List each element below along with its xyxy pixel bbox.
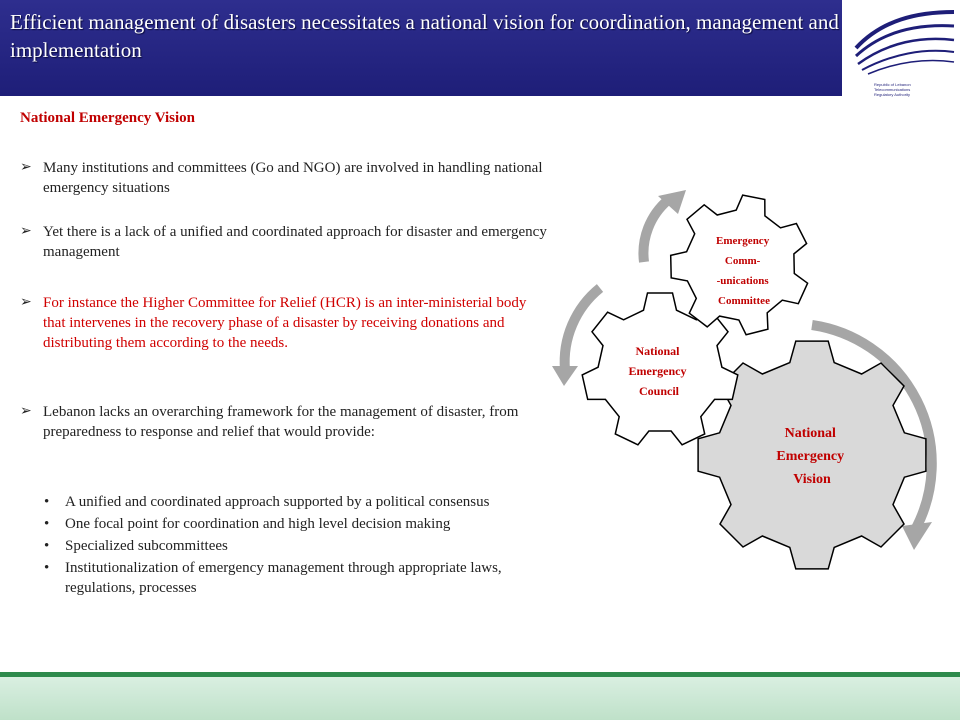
gear-label-line: Emergency (716, 235, 770, 247)
arrow-bullet-icon: ➢ (20, 224, 32, 239)
dot-bullet-icon: • (44, 494, 50, 510)
dot-bullet-icon: • (44, 560, 50, 576)
sub-list-item: • One focal point for coordination and hi… (44, 514, 534, 534)
gear-label-line: Council (639, 384, 680, 398)
list-item: ➢ For instance the Higher Committee for … (20, 293, 550, 353)
arrowhead-medium (552, 366, 578, 386)
arrow-bullet-icon: ➢ (20, 160, 32, 175)
gear-small-label: Emergency Comm- -unications Committee (716, 235, 772, 307)
logo-line: Regulatory Authority (874, 92, 911, 97)
gear-label-line: National (785, 426, 836, 441)
gear-label-line: Committee (718, 295, 770, 307)
logo-line: Telecommunications (874, 87, 911, 92)
gear-large-label: National Emergency Vision (776, 426, 847, 487)
logo-text: Republic of Lebanon Telecommunications R… (874, 82, 954, 97)
sub-list-item: • A unified and coordinated approach supp… (44, 492, 534, 512)
arrowhead-large (902, 522, 932, 550)
sub-bullet-text: A unified and coordinated approach suppo… (65, 494, 490, 510)
arrow-medium-arc (559, 284, 604, 371)
sub-bullet-text: One focal point for coordination and hig… (65, 516, 451, 532)
list-item: ➢ Many institutions and committees (Go a… (20, 158, 550, 198)
logo-swoosh-icon (854, 10, 955, 75)
footer-band (0, 677, 960, 720)
arrow-large-arc (811, 320, 937, 533)
gear-label-line: Emergency (629, 364, 687, 378)
footer-line (0, 672, 960, 677)
arrowhead-small (658, 190, 686, 214)
dot-bullet-icon: • (44, 516, 50, 532)
sub-bullet-text: Institutionalization of emergency manage… (65, 560, 502, 596)
bullet-text: Lebanon lacks an overarching framework f… (43, 404, 519, 440)
section-title: National Emergency Vision (20, 110, 195, 126)
gear-label-line: Comm- (725, 255, 761, 267)
tra-logo (842, 0, 960, 96)
title-band: Efficient management of disasters necess… (0, 0, 842, 96)
gear-small (669, 194, 809, 336)
gear-large (697, 340, 927, 570)
gear-label-line: National (635, 344, 680, 358)
sub-list-item: • Institutionalization of emergency manag… (44, 558, 534, 598)
arrow-small-arc (638, 196, 672, 263)
bullet-text: Many institutions and committees (Go and… (43, 160, 543, 196)
gear-label-line: -unications (717, 275, 770, 287)
list-item: ➢ Yet there is a lack of a unified and c… (20, 222, 550, 262)
sub-list-item: • Specialized subcommittees (44, 536, 534, 556)
bullet-text-highlight: For instance the Higher Committee for Re… (43, 295, 527, 351)
arrow-bullet-icon: ➢ (20, 404, 32, 419)
gear-medium-label: National Emergency Council (629, 344, 690, 398)
list-item: ➢ Lebanon lacks an overarching framework… (20, 402, 550, 442)
arrow-bullet-icon: ➢ (20, 295, 32, 310)
cycle-arrows (559, 196, 937, 533)
dot-bullet-icon: • (44, 538, 50, 554)
gear-label-line: Emergency (776, 449, 844, 464)
slide-title: Efficient management of disasters necess… (10, 10, 839, 62)
sub-bullet-text: Specialized subcommittees (65, 538, 228, 554)
logo-line: Republic of Lebanon (874, 82, 911, 87)
gears-diagram: National Emergency Vision National Emerg… (552, 190, 937, 570)
slide-header: Efficient management of disasters necess… (0, 0, 960, 97)
sub-bullets: • A unified and coordinated approach supp… (44, 492, 534, 600)
gear-label-line: Vision (793, 472, 831, 487)
bullet-text: Yet there is a lack of a unified and coo… (43, 224, 547, 260)
